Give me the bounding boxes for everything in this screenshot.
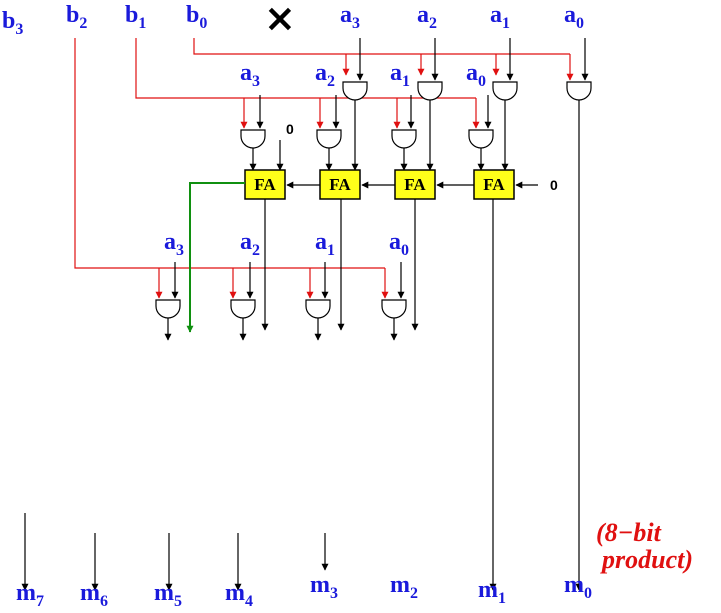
row2-a2-label: a2 <box>240 229 260 259</box>
times-symbol: × <box>264 0 296 40</box>
row2-a-labels: a3 a2 a1 a0 <box>164 229 409 259</box>
row2-outputs <box>164 318 398 341</box>
full-adder-2-label: FA <box>329 175 351 194</box>
and-gate-icon <box>417 81 443 101</box>
and-gate-icon <box>381 299 407 319</box>
and-gates-row2 <box>155 299 407 319</box>
and-gates-row1 <box>240 129 494 149</box>
a-wires-row0 <box>356 38 589 81</box>
m6-label: m6 <box>80 580 108 610</box>
row2-a1-label: a1 <box>315 229 335 259</box>
a3-label: a3 <box>340 2 360 32</box>
b-inputs: b3 b2 b1 b0 <box>2 2 207 38</box>
row0-outputs <box>351 100 583 591</box>
b1-label: b1 <box>125 2 146 32</box>
full-adder-3-label: FA <box>254 175 276 194</box>
product-note: (8−bit product) <box>596 518 693 574</box>
row1-a-labels: a3 a2 a1 a0 <box>240 60 486 90</box>
full-adder-icon: FA <box>394 169 436 200</box>
full-adder-0-label: FA <box>483 175 505 194</box>
b-wires <box>74 38 574 299</box>
product-labels: m7 m6 m5 m4 m3 m2 m1 m0 <box>16 572 592 610</box>
row1-a0-label: a0 <box>466 60 486 90</box>
carry-in-label: 0 <box>550 177 558 193</box>
and-gate-icon <box>305 299 331 319</box>
row1-outputs <box>249 148 485 171</box>
m7-label: m7 <box>16 580 44 610</box>
m0-label: m0 <box>564 572 592 602</box>
note-line2: product) <box>600 545 693 574</box>
and-gate-icon <box>342 81 368 101</box>
and-gates-row0 <box>342 81 592 101</box>
adder-sum-outputs <box>261 199 497 591</box>
row1-a3-label: a3 <box>240 60 260 90</box>
row2-a0-label: a0 <box>389 229 409 259</box>
and-gate-icon <box>230 299 256 319</box>
a-wires-row2 <box>171 262 405 299</box>
m3-label: m3 <box>310 572 338 602</box>
zero-input-label: 0 <box>286 121 294 137</box>
note-line1: (8−bit <box>596 518 662 547</box>
full-adder-icon: FA <box>319 169 361 200</box>
a-inputs: a3 a2 a1 a0 <box>340 2 584 32</box>
a1-label: a1 <box>490 2 510 32</box>
and-gate-icon <box>316 129 342 149</box>
a2-label: a2 <box>417 2 437 32</box>
and-gate-icon <box>468 129 494 149</box>
m2-label: m2 <box>390 572 418 602</box>
full-adder-1-label: FA <box>404 175 426 194</box>
full-adder-icon: FA <box>244 169 286 200</box>
row1-a1-label: a1 <box>390 60 410 90</box>
b3-label: b3 <box>2 8 23 38</box>
b2-label: b2 <box>66 2 87 32</box>
and-gate-icon <box>240 129 266 149</box>
and-gate-icon <box>492 81 518 101</box>
row2-a3-label: a3 <box>164 229 184 259</box>
row1-a2-label: a2 <box>315 60 335 90</box>
full-adder-icon: FA <box>473 169 515 200</box>
and-gate-icon <box>155 299 181 319</box>
and-gate-icon <box>391 129 417 149</box>
carry-out-wire <box>186 182 245 333</box>
m5-label: m5 <box>154 580 182 610</box>
a0-label: a0 <box>564 2 584 32</box>
a-wires-row1 <box>256 95 492 129</box>
b0-label: b0 <box>186 2 207 32</box>
and-gate-icon <box>566 81 592 101</box>
full-adder-row: FA FA FA FA <box>244 169 515 200</box>
m1-label: m1 <box>478 577 506 607</box>
product-arrows <box>21 513 329 591</box>
m4-label: m4 <box>225 580 253 610</box>
